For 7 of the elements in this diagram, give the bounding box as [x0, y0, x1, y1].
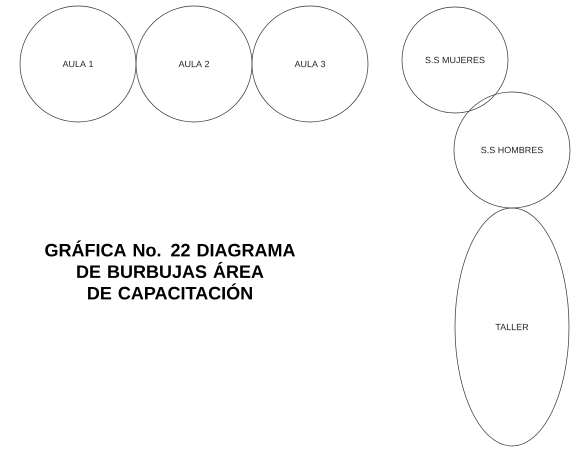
area-bubble: S.S HOMBRES [454, 92, 570, 208]
area-bubble: S.S MUJERES [402, 6, 508, 114]
area-bubble: TALLER [454, 208, 570, 446]
area-bubble: AULA 3 [252, 6, 368, 122]
diagram-title: GRÁFICA No. 22 DIAGRAMA DE BURBUJAS ÁREA DE CAPACITACIÓN [45, 240, 295, 300]
area-bubble: AULA 1 [20, 6, 136, 122]
area-bubble: AULA 2 [136, 6, 252, 122]
